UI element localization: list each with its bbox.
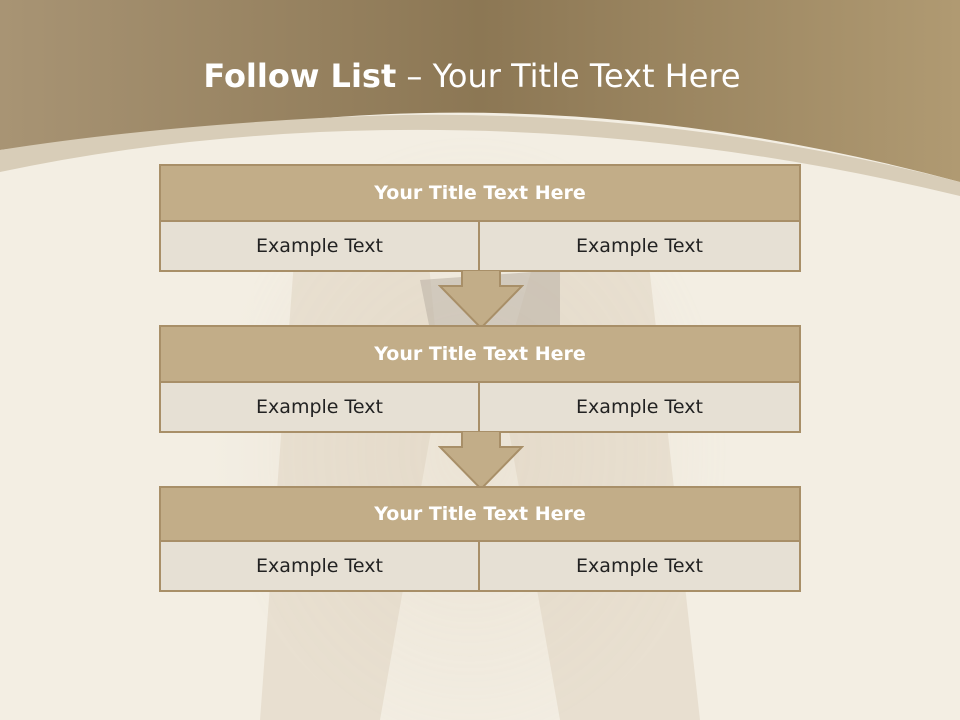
block-cell-right: Example Text (480, 542, 801, 592)
block-title: Your Title Text Here (159, 325, 801, 383)
block-row: Example Text Example Text (159, 542, 801, 592)
list-block-2: Your Title Text Here Example Text Exampl… (159, 325, 801, 433)
slide-title: Follow List – Your Title Text Here (0, 54, 944, 98)
list-block-1: Your Title Text Here Example Text Exampl… (159, 164, 801, 272)
header-swoosh (0, 114, 960, 196)
slide-title-bold: Follow List (203, 57, 397, 95)
down-arrow-icon (438, 270, 524, 330)
block-cell-left: Example Text (159, 542, 480, 592)
slide-title-rest: – Your Title Text Here (396, 57, 741, 95)
block-title: Your Title Text Here (159, 486, 801, 542)
block-cell-left: Example Text (159, 383, 480, 433)
block-title: Your Title Text Here (159, 164, 801, 222)
block-cell-left: Example Text (159, 222, 480, 272)
list-block-3: Your Title Text Here Example Text Exampl… (159, 486, 801, 592)
header-band (0, 0, 960, 182)
down-arrow-icon (438, 431, 524, 491)
block-cell-right: Example Text (480, 383, 801, 433)
block-cell-right: Example Text (480, 222, 801, 272)
block-row: Example Text Example Text (159, 383, 801, 433)
block-row: Example Text Example Text (159, 222, 801, 272)
